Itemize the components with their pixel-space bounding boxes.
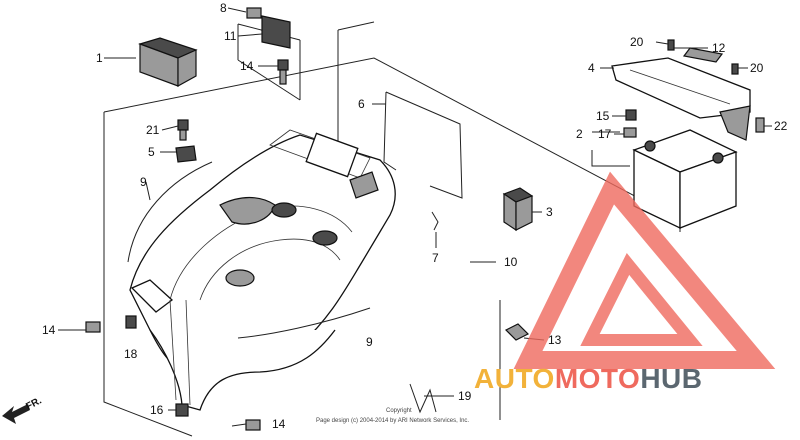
callout-14-bottom: 14: [272, 417, 286, 431]
callout-22: 22: [774, 119, 788, 133]
callout-6: 6: [358, 97, 365, 111]
callout-2: 2: [576, 127, 583, 141]
callout-12: 12: [712, 41, 726, 55]
part-3-relay: [502, 187, 534, 232]
callout-5: 5: [148, 145, 155, 159]
callout-13: 13: [548, 333, 562, 347]
callout-11: 11: [224, 29, 237, 43]
fasteners: [85, 59, 439, 431]
part-8-11-stickers: [246, 7, 291, 49]
leader-lines: [58, 7, 772, 427]
callout-4: 4: [588, 61, 595, 75]
callout-10: 10: [504, 255, 518, 269]
part-13-sticker: [504, 323, 530, 341]
callout-14-left: 14: [42, 323, 56, 337]
watermark-triangle-outer: [513, 171, 776, 369]
callout-9-left: 9: [140, 175, 147, 189]
callout-20-top: 20: [630, 35, 644, 49]
copyright-line-2: Page design (c) 2004-2014 by ARI Network…: [316, 418, 469, 424]
callout-17: 17: [598, 127, 612, 141]
copyright: Copyright Page design (c) 2004-2014 by A…: [316, 408, 469, 424]
callout-1: 1: [96, 51, 103, 65]
callout-21: 21: [146, 123, 160, 137]
part-1-block: [138, 37, 198, 88]
watermark-word-hub: HUB: [640, 363, 702, 394]
callout-15: 15: [596, 109, 610, 123]
callout-20-right: 20: [750, 61, 764, 75]
front-direction-indicator: FR.: [2, 395, 44, 424]
watermark-word-auto: AUTO: [474, 363, 555, 394]
callout-9-right: 9: [366, 335, 373, 349]
callout-19: 19: [458, 389, 472, 403]
callout-8: 8: [220, 1, 227, 15]
callout-16: 16: [150, 403, 164, 417]
callout-18: 18: [124, 347, 138, 361]
rubber-strips: [127, 161, 371, 339]
watermark-logo: [513, 171, 776, 369]
callout-labels: 1 2 3 4 5 6 7 8 9 9 10 11 12 13 14 14 14…: [42, 1, 788, 431]
battery-assembly: [611, 39, 765, 230]
callout-7: 7: [432, 251, 439, 265]
watermark-text: AUTOMOTOHUB: [474, 363, 702, 394]
svg-text:AUTOMOTOHUB: AUTOMOTOHUB: [474, 363, 702, 394]
callout-3: 3: [546, 205, 553, 219]
front-label: FR.: [24, 395, 44, 412]
luggage-box: [129, 129, 396, 411]
copyright-line-1: Copyright: [386, 408, 412, 414]
front-arrow-icon: [2, 404, 30, 424]
watermark-word-moto: MOTO: [555, 363, 640, 394]
watermark-triangle-inner: [580, 253, 703, 346]
callout-14-top: 14: [240, 59, 254, 73]
wire-stay: [383, 91, 463, 199]
